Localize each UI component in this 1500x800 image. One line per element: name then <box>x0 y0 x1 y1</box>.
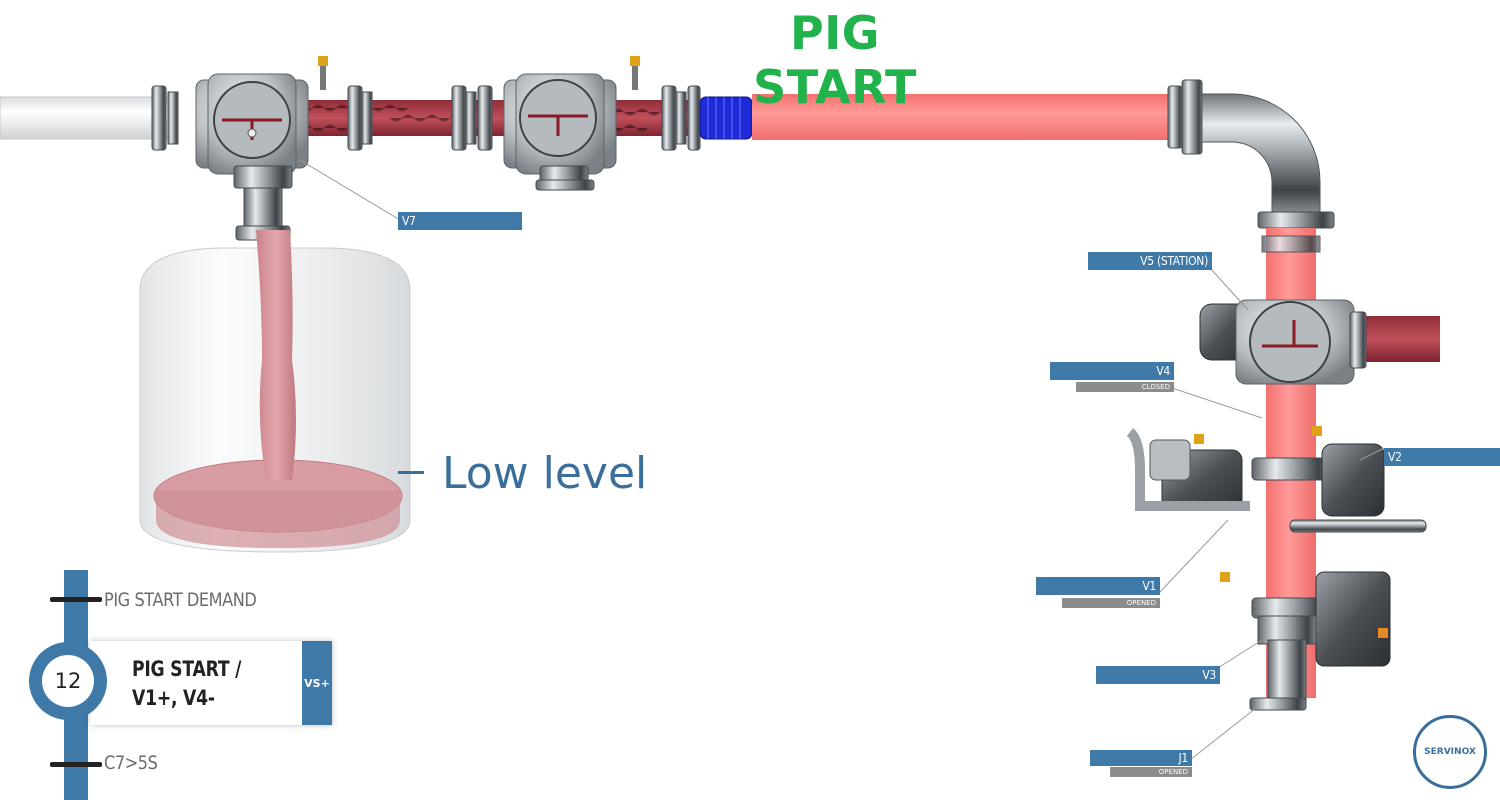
pig <box>699 96 753 140</box>
step-badge: VS+ <box>302 641 332 725</box>
label-v2: V2 <box>1384 448 1500 466</box>
label-v3: V3 <box>1096 666 1220 684</box>
step-number: 12 <box>42 655 94 707</box>
valve-v7-body <box>195 56 328 175</box>
next-step: C7>5S <box>104 752 158 774</box>
valve-cluster <box>1126 426 1427 711</box>
valve-upstream-body <box>503 56 640 191</box>
label-v1: V1 <box>1036 577 1160 595</box>
product-outlet <box>1360 316 1440 362</box>
logo-text: SERVINOX <box>1424 747 1476 757</box>
step-number-circle: 12 <box>29 642 107 720</box>
level-marker <box>398 470 424 474</box>
label-v4: V4 <box>1050 362 1174 380</box>
low-level-label: Low level <box>442 448 648 499</box>
current-step-title: PIG START / V1+, V4- <box>132 657 242 710</box>
flow-pipe-horizontal <box>752 94 1172 140</box>
label-v7: V7 <box>398 212 522 230</box>
label-j1: J1 <box>1090 750 1192 766</box>
elbow <box>1201 93 1321 215</box>
status-j1: OPENED <box>1110 767 1192 777</box>
label-v5-station: V5 (STATION) <box>1088 252 1212 270</box>
low-level-annotation: Low level <box>398 448 647 499</box>
tank <box>139 230 411 553</box>
status-v4: CLOSED <box>1076 382 1174 392</box>
valve-v5-body <box>1199 299 1440 385</box>
current-step-card: PIG START / V1+, V4- VS+ <box>90 641 332 725</box>
status-v1: OPENED <box>1062 598 1160 608</box>
servinox-logo: SERVINOX <box>1413 715 1487 789</box>
page-title: PIG START <box>753 6 917 114</box>
previous-step: PIG START DEMAND <box>104 589 257 611</box>
inlet-pipe <box>0 96 173 140</box>
